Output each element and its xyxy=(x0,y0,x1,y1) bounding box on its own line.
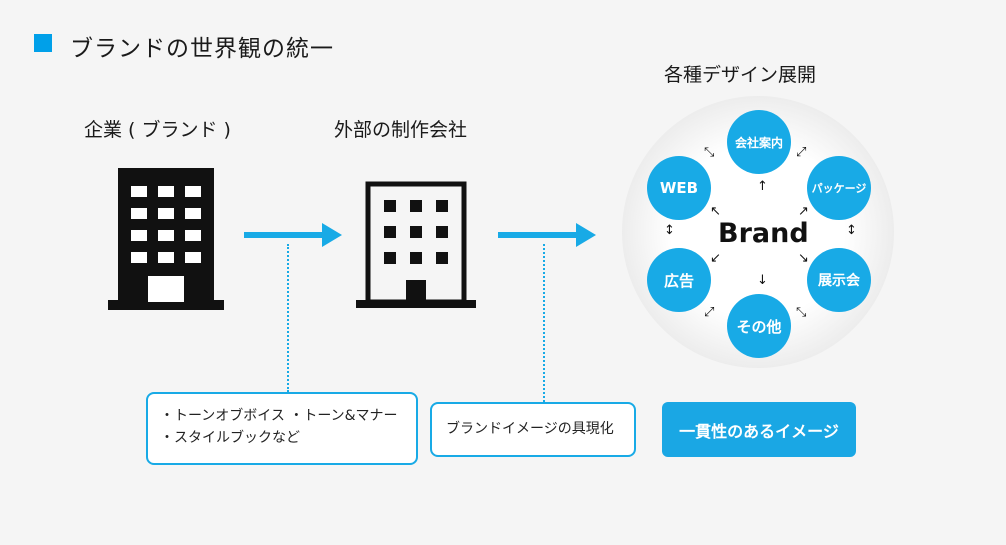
design-development-title: 各種デザイン展開 xyxy=(664,64,817,86)
node-exhibition: 展示会 xyxy=(807,248,871,312)
connector-dotted-1 xyxy=(287,244,289,392)
brand-image-realization-text: ブランドイメージの具現化 xyxy=(446,421,614,437)
external-agency-title: 外部の制作会社 xyxy=(334,119,468,141)
header-square-icon xyxy=(34,34,52,52)
double-arrow-vertical-icon: ↕ xyxy=(664,223,675,238)
double-arrow-icon: ⤡ xyxy=(796,305,807,320)
node-package: パッケージ xyxy=(807,156,871,220)
flow-arrow-1-head-icon xyxy=(322,223,342,247)
double-arrow-icon: ⤢ xyxy=(796,145,807,160)
corporate-info-box: ・トーンオブボイス ・トーン&マナー ・スタイルブックなど xyxy=(146,392,418,465)
flow-arrow-1-shaft xyxy=(244,232,324,238)
arrow-upleft-icon: ↖ xyxy=(710,204,721,219)
node-web: WEB xyxy=(647,156,711,220)
arrow-downright-icon: ↘ xyxy=(798,251,809,266)
arrow-upright-icon: ↗ xyxy=(798,204,809,219)
arrow-up-icon: ↑ xyxy=(757,179,768,194)
office-building-outline-icon xyxy=(356,181,476,308)
consistent-image-badge: 一貫性のあるイメージ xyxy=(662,402,856,457)
stylebook-line: ・スタイルブックなど xyxy=(160,430,300,446)
double-arrow-icon: ⤢ xyxy=(704,305,715,320)
external-info-box: ブランドイメージの具現化 xyxy=(430,402,636,457)
arrow-down-icon: ↓ xyxy=(757,273,768,288)
office-building-icon xyxy=(108,168,224,310)
corporate-title: 企業 ( ブランド ) xyxy=(84,119,231,141)
page-title: ブランドの世界観の統一 xyxy=(70,36,334,62)
double-arrow-icon: ⤡ xyxy=(704,145,715,160)
tone-of-voice-line: ・トーンオブボイス ・トーン&マナー xyxy=(160,408,398,424)
double-arrow-vertical-icon: ↕ xyxy=(846,223,857,238)
node-company-brochure: 会社案内 xyxy=(727,110,791,174)
flow-arrow-2-shaft xyxy=(498,232,578,238)
connector-dotted-2 xyxy=(543,244,545,402)
flow-arrow-2-head-icon xyxy=(576,223,596,247)
brand-center-label: Brand xyxy=(718,218,809,249)
node-advertising: 広告 xyxy=(647,248,711,312)
node-other: その他 xyxy=(727,294,791,358)
arrow-downleft-icon: ↙ xyxy=(710,251,721,266)
